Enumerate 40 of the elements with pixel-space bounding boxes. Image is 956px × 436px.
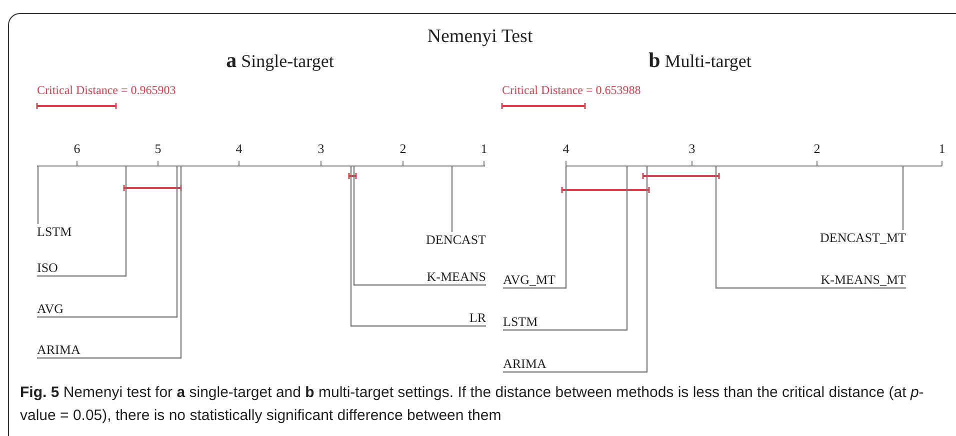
tick-label: 1 <box>938 141 946 157</box>
leader-line <box>37 166 127 277</box>
tick-label: 2 <box>398 141 408 157</box>
leader-line <box>503 166 648 373</box>
method-label: LSTM <box>503 314 613 330</box>
method-label: ARIMA <box>37 342 147 358</box>
figure-caption: Fig. 5 Nemenyi test for a single-target and b multi-target settings. If the distance between methods is less than the critical distance (at p-value = 0.05), there is no statistically significant difference between them <box>20 383 925 426</box>
leader-line <box>503 166 567 289</box>
leader-line <box>902 166 904 230</box>
method-label: AVG <box>37 301 147 317</box>
leader-line <box>503 166 628 331</box>
tick-label: 2 <box>812 141 822 157</box>
leader-line <box>350 166 486 327</box>
leader-line <box>37 166 178 318</box>
panel-title: a Single-target <box>225 48 335 73</box>
chart-title: Nemenyi Test <box>426 25 534 49</box>
panel-title: b Multi-target <box>648 48 752 73</box>
tick-label: 3 <box>688 141 696 157</box>
method-label: K-MEANS <box>376 269 486 285</box>
leader-line <box>715 166 906 289</box>
leader-line <box>37 166 182 359</box>
critical-distance-label: Critical Distance = 0.653988 <box>502 82 641 98</box>
method-label: K-MEANS_MT <box>796 272 906 288</box>
tick-label: 4 <box>562 141 570 157</box>
method-label: DENCAST_MT <box>796 230 906 246</box>
leader-line <box>451 166 453 232</box>
tick-label: 4 <box>234 141 244 157</box>
critical-distance-label: Critical Distance = 0.965903 <box>37 82 176 98</box>
leader-line <box>353 166 486 286</box>
method-label: LSTM <box>37 224 147 240</box>
method-label: AVG_MT <box>503 272 613 288</box>
tick-label: 3 <box>316 141 326 157</box>
method-label: DENCAST <box>376 232 486 248</box>
method-label: ARIMA <box>503 356 613 372</box>
method-label: ISO <box>37 260 147 276</box>
method-label: LR <box>376 310 486 326</box>
tick-label: 6 <box>72 141 82 157</box>
tick-label: 1 <box>480 141 488 157</box>
tick-label: 5 <box>154 141 162 157</box>
leader-line <box>37 166 39 224</box>
